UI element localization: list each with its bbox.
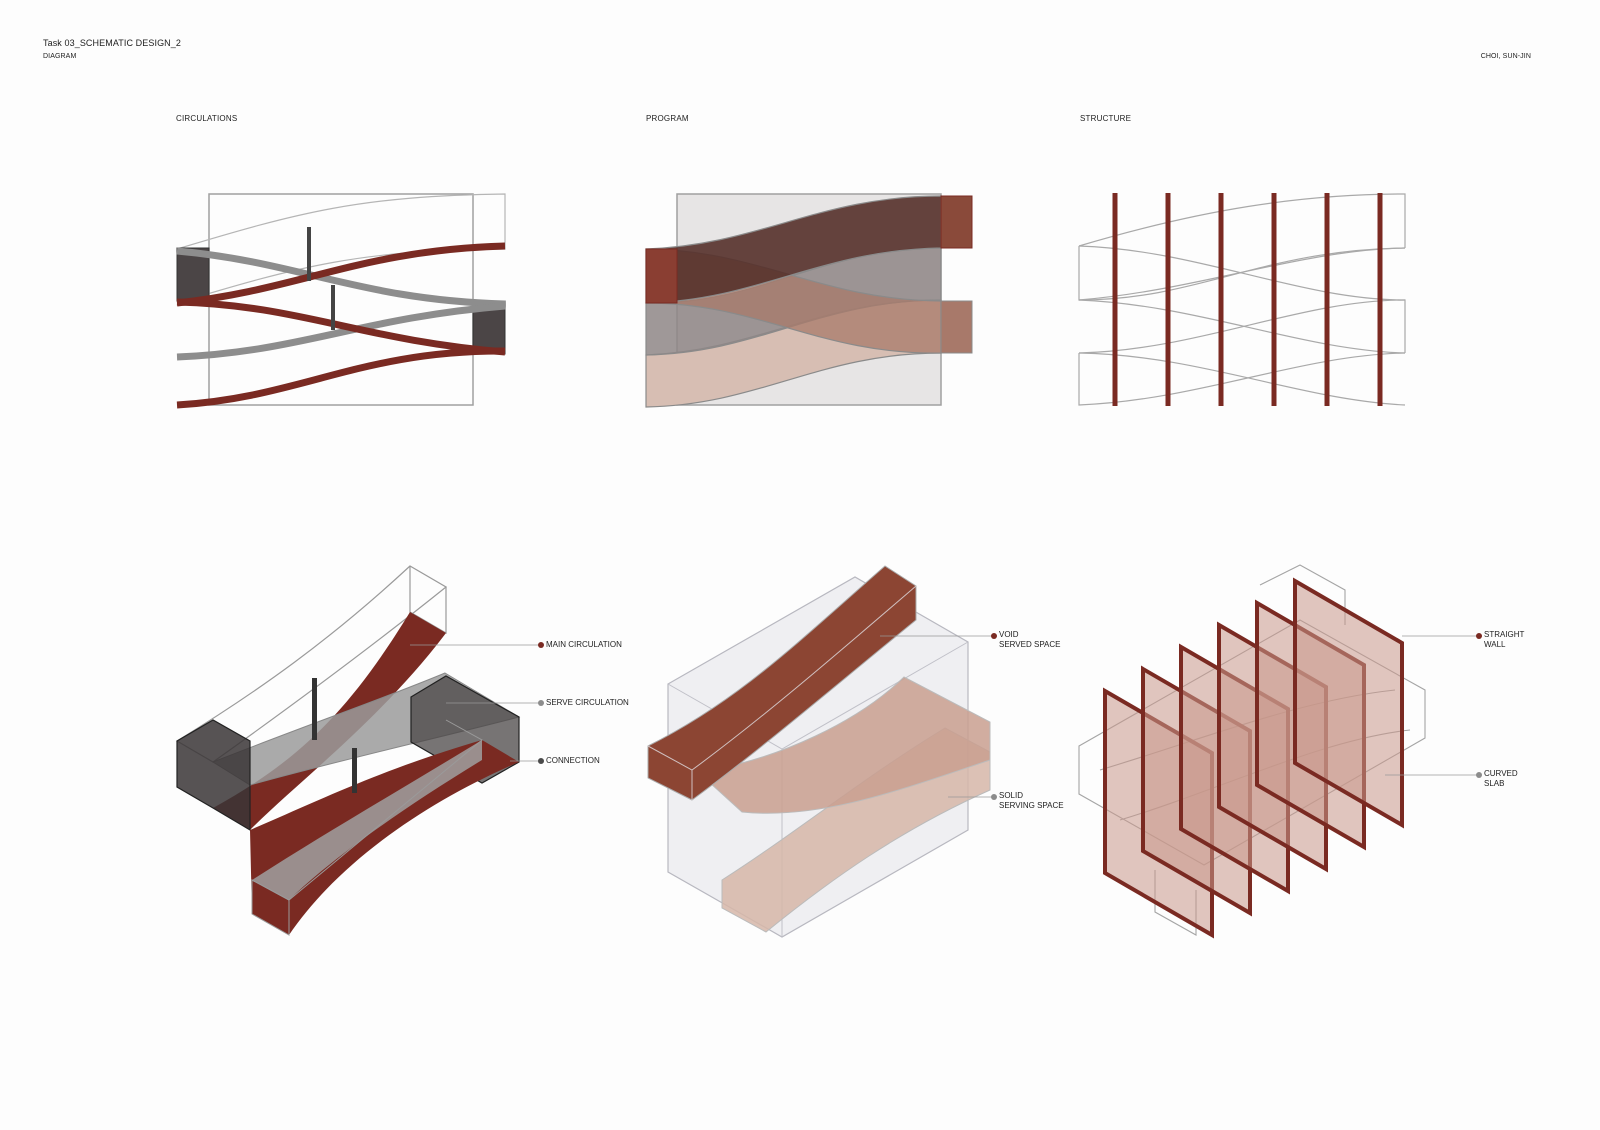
left-connector-box — [176, 719, 251, 832]
structure-axon — [1078, 564, 1482, 939]
structure-plan — [1078, 193, 1406, 406]
main-circulation-upper — [176, 242, 506, 307]
void-dot — [991, 633, 997, 639]
connection-post-a — [312, 678, 317, 740]
connection-post-2 — [331, 285, 335, 330]
wall-6 — [1293, 577, 1404, 829]
right-red-block-top — [940, 195, 973, 249]
straight-wall-dot — [1476, 633, 1482, 639]
label-serve-circulation: SERVE CIRCULATION — [546, 698, 629, 707]
panel-title-program: PROGRAM — [646, 114, 689, 123]
circulations-axon — [175, 565, 538, 936]
structure-walls — [1112, 193, 1383, 406]
main-circulation-lower — [176, 347, 506, 409]
connection-post-b — [352, 748, 357, 793]
serve-circulation-lower — [252, 740, 482, 900]
main-circulation-slab-lower — [250, 740, 519, 935]
circulations-plan — [176, 193, 506, 409]
left-red-block — [645, 248, 678, 304]
label-solid-serving-space: SOLID SERVING SPACE — [999, 791, 1064, 810]
program-plan — [645, 193, 973, 408]
label-void-served-space: VOID SERVED SPACE — [999, 630, 1061, 649]
solid-dot — [991, 794, 997, 800]
label-straight-wall: STRAIGHT WALL — [1484, 630, 1525, 649]
void-box — [647, 565, 917, 801]
author-name: CHOI, SUN-JIN — [1480, 53, 1531, 60]
main-circulation-dot — [538, 642, 544, 648]
sheet-title: Task 03_SCHEMATIC DESIGN_2 — [43, 38, 181, 48]
serve-circulation-dot — [538, 700, 544, 706]
program-axon — [647, 565, 992, 938]
right-pink-block — [940, 300, 973, 354]
wall-panels — [1103, 577, 1404, 939]
serving-box-upper — [696, 676, 991, 814]
label-main-circulation: MAIN CIRCULATION — [546, 640, 622, 649]
serve-circulation-lower — [176, 302, 506, 361]
serve-circulation-upper — [176, 247, 506, 308]
curved-slab-dot — [1476, 772, 1482, 778]
panel-title-circulations: CIRCULATIONS — [176, 114, 238, 123]
label-curved-slab: CURVED SLAB — [1484, 769, 1518, 788]
slab-outline — [1078, 246, 1406, 301]
connection-dot — [538, 758, 544, 764]
panel-title-structure: STRUCTURE — [1080, 114, 1132, 123]
label-connection: CONNECTION — [546, 756, 600, 765]
connection-post-1 — [307, 227, 311, 281]
ghost-ribbon — [176, 193, 506, 304]
sheet-subtitle: DIAGRAM — [43, 53, 77, 60]
